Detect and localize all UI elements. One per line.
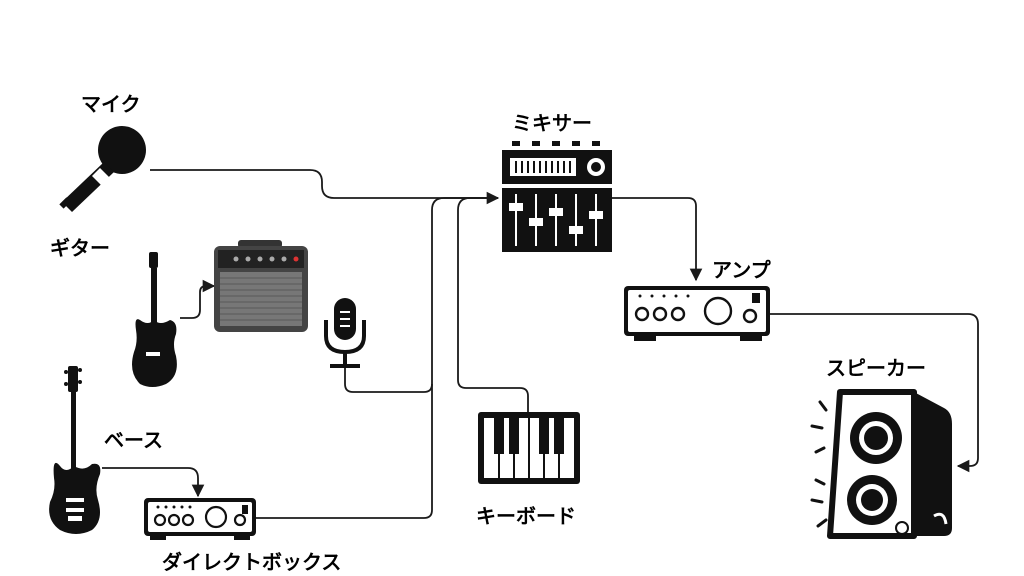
line-amp-mic-to-mixer (344, 197, 498, 393)
label-mixer: ミキサー (512, 111, 592, 135)
label-bass: ベース (104, 428, 163, 452)
line-mic-to-mixer (150, 169, 500, 205)
line-amp-to-speaker (770, 313, 979, 473)
line-mixer-to-amp (612, 197, 703, 282)
power-amp-icon (624, 286, 770, 341)
label-speaker: スピーカー (826, 356, 926, 380)
line-guitar-to-amp (180, 279, 216, 319)
keyboard-icon (478, 412, 580, 484)
microphone-icon (59, 126, 146, 212)
label-keyboard: キーボード (476, 504, 576, 528)
label-amp: アンプ (712, 258, 771, 282)
speaker-icon (810, 389, 952, 539)
guitar-amp-icon (214, 240, 308, 332)
line-keyboard-to-mixer (457, 197, 529, 412)
line-bass-to-di (102, 467, 205, 498)
label-guitar: ギター (50, 236, 110, 260)
electric-guitar-icon (132, 252, 177, 387)
bass-guitar-icon (49, 366, 101, 534)
label-di-box: ダイレクトボックス (162, 550, 342, 574)
line-di-to-mixer (256, 384, 433, 519)
label-mic: マイク (81, 92, 141, 116)
mixer-icon (502, 141, 612, 252)
direct-box-icon (144, 498, 256, 540)
condenser-mic-icon (324, 298, 366, 368)
connection-lines (102, 169, 979, 519)
